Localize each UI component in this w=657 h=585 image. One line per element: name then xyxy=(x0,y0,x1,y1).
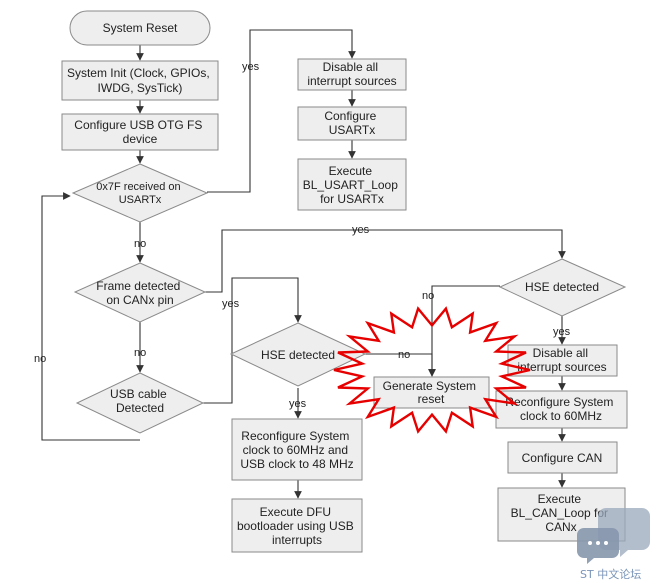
label-yes-frame: yes xyxy=(352,224,370,236)
svg-text:Execute DFU bootloader: Execute DFU bootloader using USB interru… xyxy=(237,505,357,547)
svg-text:HSE detected: HSE detected xyxy=(525,280,599,294)
arrow-0x7f-yes-to-disable xyxy=(207,29,356,193)
svg-text:Configure USB OTG FS d: Configure USB OTG FS device xyxy=(74,118,205,146)
disable-interrupts-usart-box: Disable all interrupt sources xyxy=(297,58,407,91)
decision-frame-detected: Frame detected on CANx pin xyxy=(73,262,207,323)
decision-0x7f-received: 0x7F received on USARTx xyxy=(71,163,209,223)
arrow-frame-yes-to-hse-can xyxy=(205,229,566,293)
configure-usb-box: Configure USB OTG FS device xyxy=(61,113,219,151)
reconfigure-can-clock-box: Reconfigure System clock to 60MHz xyxy=(495,390,628,429)
label-yes-hse-usb: yes xyxy=(289,398,307,410)
label-no-hse-usb: no xyxy=(398,349,410,361)
arrow-usb-cable-no-loop xyxy=(41,192,140,441)
svg-text:USB cable Detected: USB cable Detected xyxy=(110,387,170,415)
svg-text:Frame detected on CANx: Frame detected on CANx pin xyxy=(96,279,183,307)
connectors xyxy=(41,29,566,499)
label-no-hse-can: no xyxy=(422,290,434,302)
svg-text:Reconfigure System clo: Reconfigure System clock to 60MHz and US… xyxy=(240,429,353,471)
svg-text:Disable all interrupt: Disable all interrupt sources xyxy=(307,60,396,88)
execute-usart-loop-box: Execute BL_USART_Loop for USARTx xyxy=(297,158,407,211)
highlight-starburst xyxy=(333,306,531,434)
svg-text:Configure CAN: Configure CAN xyxy=(522,451,603,465)
svg-text:Execute BL_CAN_Loop fo: Execute BL_CAN_Loop for CANx xyxy=(511,492,612,534)
decision-hse-detected-can: HSE detected xyxy=(498,258,627,317)
svg-text:System Reset: System Reset xyxy=(103,21,178,35)
svg-text:HSE detected: HSE detected xyxy=(261,348,335,362)
configure-usart-box: Configure USARTx xyxy=(297,106,407,141)
decision-usb-cable-detected: USB cable Detected xyxy=(75,372,205,434)
forum-logo-icon xyxy=(577,508,650,564)
decision-hse-detected-usb: HSE detected xyxy=(229,322,367,387)
arrow-usb-cable-yes-to-hse-usb xyxy=(203,277,302,404)
configure-can-box: Configure CAN xyxy=(507,441,618,474)
forum-watermark: ST 中文论坛 xyxy=(580,568,642,581)
svg-text:Disable all interrupt: Disable all interrupt sources xyxy=(517,346,606,374)
system-reset-terminator: System Reset xyxy=(69,10,211,46)
label-no-0x7f: no xyxy=(134,238,146,250)
generate-system-reset-box: Generate System reset xyxy=(373,376,490,409)
label-no-usb-cable: no xyxy=(34,353,46,365)
label-no-frame: no xyxy=(134,347,146,359)
label-yes-0x7f: yes xyxy=(242,61,260,73)
svg-text:System Init (Clock, GPIOs,: System Init (Clock, GPIOs, IWDG, SysTick… xyxy=(67,66,213,95)
svg-text:Execute BL_USART_Loop: Execute BL_USART_Loop for USARTx xyxy=(303,164,402,206)
reconfigure-usb-clock-box: Reconfigure System clock to 60MHz and US… xyxy=(231,418,363,481)
label-yes-hse-can: yes xyxy=(553,326,571,338)
arrow-hse-can-no-to-reset xyxy=(428,285,500,377)
system-init-box: System Init (Clock, GPIOs, IWDG, SysTick… xyxy=(61,60,219,101)
svg-text:Reconfigure System clo: Reconfigure System clock to 60MHz xyxy=(505,395,616,423)
svg-text:0x7F received on USART: 0x7F received on USARTx xyxy=(96,181,183,206)
svg-text:Configure USARTx: Configure USARTx xyxy=(324,109,379,137)
svg-text:Generate System reset: Generate System reset xyxy=(383,379,480,406)
execute-dfu-box: Execute DFU bootloader using USB interru… xyxy=(231,498,363,553)
label-yes-frame-right: yes xyxy=(222,298,240,310)
